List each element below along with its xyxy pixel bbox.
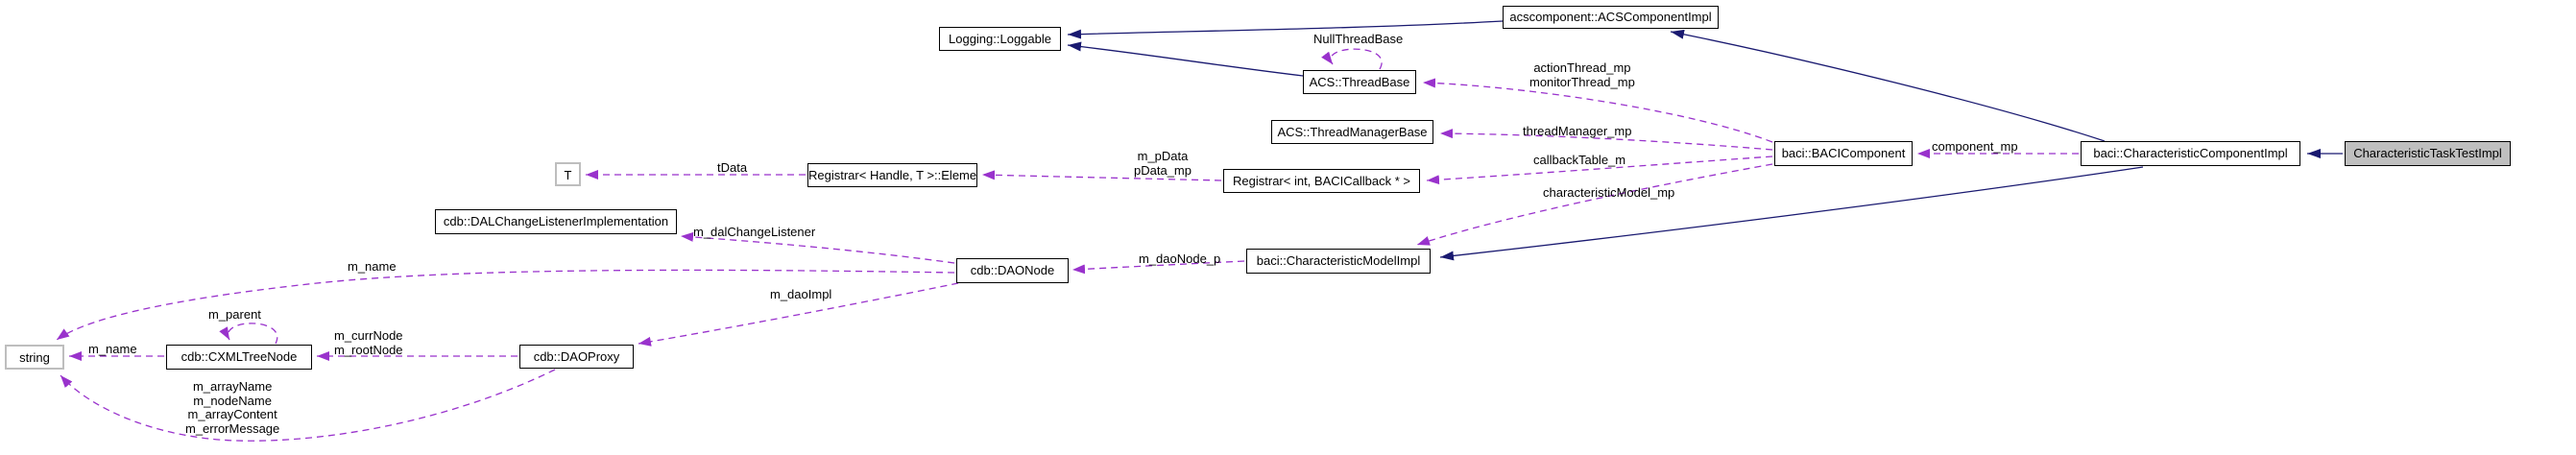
edge-label-tdata: tData bbox=[717, 160, 748, 175]
edge-label-m-daonode-p: m_daoNode_p bbox=[1139, 251, 1221, 266]
edge-daonode-to-string-m-name bbox=[56, 269, 955, 341]
class-node-acscomponentimpl[interactable]: acscomponent::ACSComponentImpl bbox=[1503, 6, 1719, 29]
class-node-threadmanagerbase[interactable]: ACS::ThreadManagerBase bbox=[1271, 120, 1433, 144]
edge-label-m-pdata-pdata-mp: m_pData pData_mp bbox=[1134, 149, 1192, 178]
edge-charcompimpl-to-acscomponentimpl bbox=[1670, 29, 2106, 142]
edge-label-m-name-daonode: m_name bbox=[348, 259, 397, 274]
class-node-t: T bbox=[555, 162, 581, 186]
class-node-bacicomponent[interactable]: baci::BACIComponent bbox=[1774, 141, 1913, 166]
edge-cxmltreenode-self-m-parent bbox=[219, 323, 278, 345]
class-node-daoproxy[interactable]: cdb::DAOProxy bbox=[519, 345, 634, 369]
edge-label-m-daoimpl: m_daoImpl bbox=[770, 287, 832, 301]
edge-label-nullthreadbase: NullThreadBase bbox=[1313, 32, 1404, 46]
edge-label-m-dalchangelistener: m_dalChangeListener bbox=[693, 225, 816, 239]
edge-threadbase-to-loggable bbox=[1067, 41, 1304, 77]
edge-label-m-name-cxmltreenode: m_name bbox=[88, 342, 137, 356]
class-node-characteristictasktestimpl: CharacteristicTaskTestImpl bbox=[2345, 141, 2511, 166]
edge-charcompimpl-to-charmodelimpl bbox=[1439, 166, 2144, 261]
edge-daonode-to-daoproxy-m-daoimpl bbox=[638, 282, 959, 347]
class-node-registrar-int[interactable]: Registrar< int, BACICallback * > bbox=[1223, 169, 1420, 193]
class-node-daonode[interactable]: cdb::DAONode bbox=[956, 258, 1069, 283]
edge-baci-to-threadmanagerbase bbox=[1439, 129, 1773, 151]
class-node-loggable[interactable]: Logging::Loggable bbox=[939, 27, 1061, 51]
edge-daoproxy-to-string-array-fields bbox=[60, 369, 556, 442]
edge-label-characteristicmodel-mp: characteristicModel_mp bbox=[1543, 185, 1675, 200]
class-node-characteristiccomponentimpl[interactable]: baci::CharacteristicComponentImpl bbox=[2081, 141, 2300, 166]
edge-threadbase-self-nullthreadbase bbox=[1321, 48, 1383, 70]
edge-label-m-parent: m_parent bbox=[208, 307, 261, 322]
edge-label-actionthread-monitorthread-mp: actionThread_mp monitorThread_mp bbox=[1529, 60, 1635, 89]
edge-label-m-array-fields: m_arrayName m_nodeName m_arrayContent m_… bbox=[185, 379, 280, 436]
edge-baci-to-registrar-int bbox=[1426, 156, 1773, 185]
edge-label-component-mp: component_mp bbox=[1932, 139, 2018, 154]
edge-charmodelimpl-to-daonode bbox=[1071, 260, 1245, 275]
edge-label-callbacktable-m: callbackTable_m bbox=[1533, 153, 1626, 167]
class-node-dalchangelistenerimplementation[interactable]: cdb::DALChangeListenerImplementation bbox=[435, 209, 677, 234]
class-node-characteristicmodelimpl[interactable]: baci::CharacteristicModelImpl bbox=[1246, 249, 1431, 274]
class-node-string: string bbox=[5, 345, 64, 370]
edge-acscomponentimpl-to-loggable bbox=[1067, 20, 1504, 39]
edge-baci-to-charmodelimpl bbox=[1416, 163, 1773, 246]
edge-label-threadmanager-mp: threadManager_mp bbox=[1523, 124, 1632, 138]
edge-baci-to-threadbase-actionthread bbox=[1422, 78, 1773, 143]
edge-label-m-currnode-rootnode: m_currNode m_rootNode bbox=[334, 328, 403, 357]
class-node-registrar-element[interactable]: Registrar< Handle, T >::Element bbox=[807, 163, 977, 187]
class-node-cxmltreenode[interactable]: cdb::CXMLTreeNode bbox=[166, 345, 312, 370]
edge-daonode-to-dalchangelistener bbox=[680, 231, 955, 264]
edge-registrar-int-to-element bbox=[981, 170, 1222, 181]
class-node-threadbase[interactable]: ACS::ThreadBase bbox=[1303, 70, 1416, 94]
